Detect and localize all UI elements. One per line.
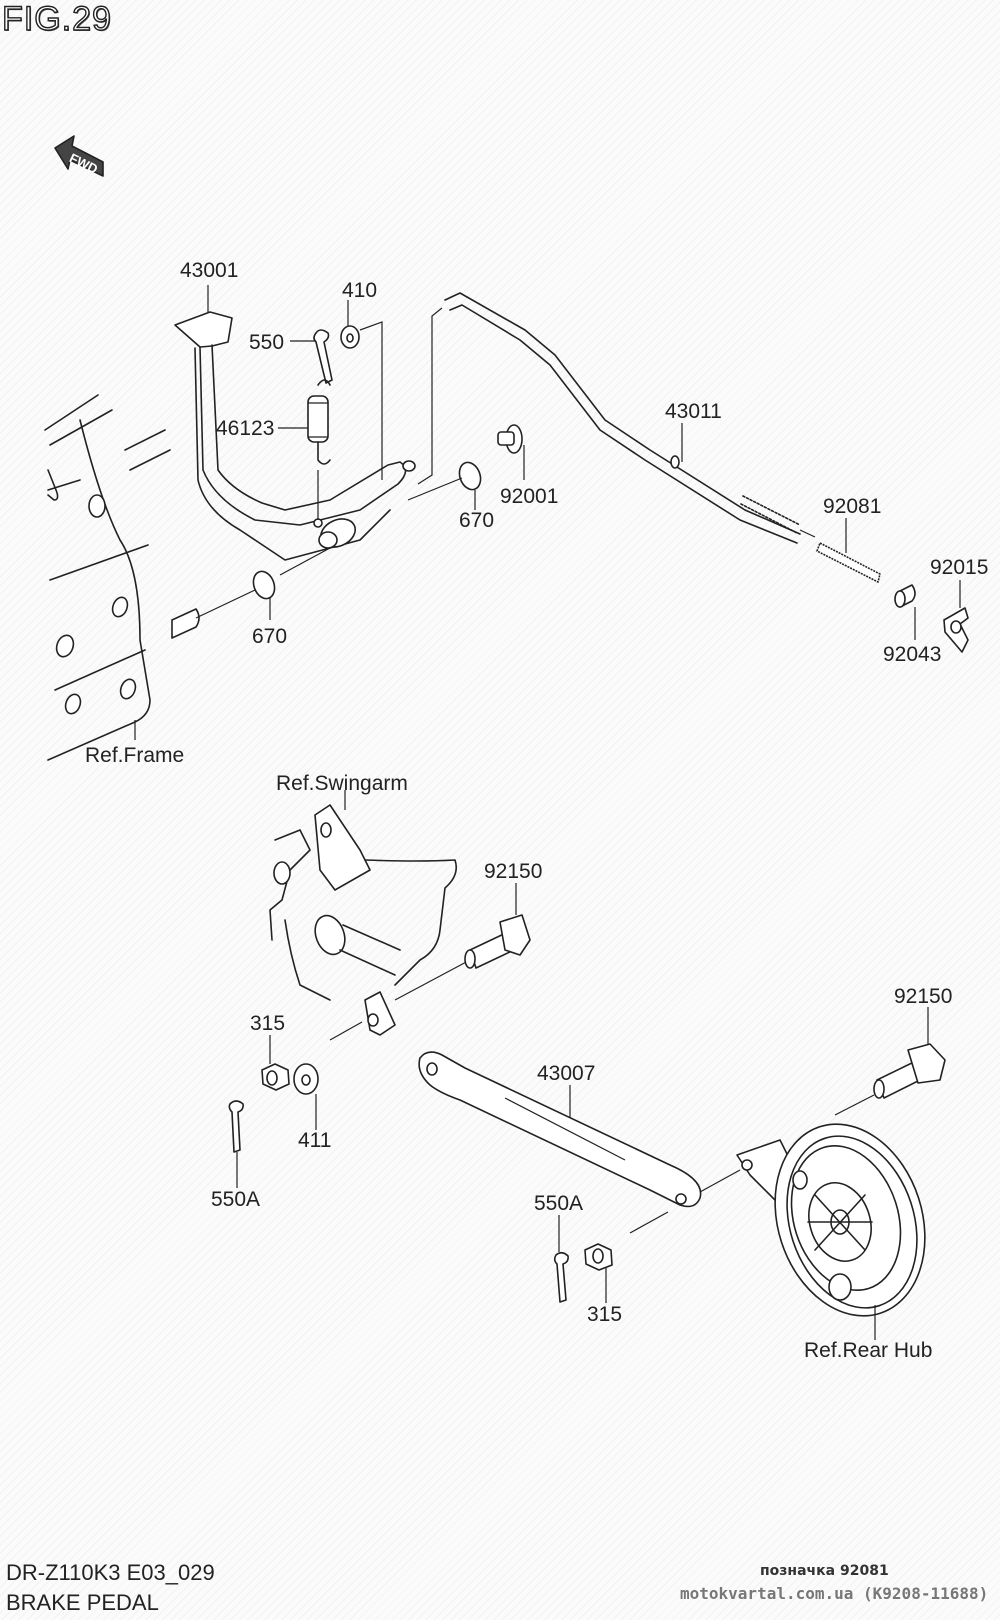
callout-410: 410 [342, 279, 377, 302]
rod-spring-92081 [816, 542, 881, 583]
cotter-pin-550a-right [553, 1251, 569, 1303]
watermark-site: motokvartal.com.ua (K9208-11688) [680, 1584, 989, 1603]
cotter-pin-550 [313, 329, 333, 384]
bolt-92001 [497, 424, 523, 454]
torque-link-43007 [418, 1051, 702, 1208]
circlip-670-lower [252, 570, 276, 600]
rear-hub-reference [699, 1123, 926, 1340]
return-spring-46123 [307, 379, 331, 520]
joint-pin-92043 [894, 584, 916, 608]
callout-411: 411 [298, 1129, 331, 1152]
callout-43011: 43011 [665, 400, 722, 423]
swingarm-reference [269, 790, 471, 1041]
frame-reference [44, 394, 256, 761]
callout-92150-swingarm: 92150 [484, 860, 542, 883]
wing-nut-92015 [943, 607, 969, 653]
callout-43007: 43007 [537, 1062, 595, 1085]
nut-315-left [261, 1063, 290, 1091]
callout-92043: 92043 [883, 643, 941, 666]
figure-title: FIG.29 [1, 0, 112, 39]
brake-pedal-part [174, 285, 416, 561]
watermark-label: позначка 92081 [760, 1563, 889, 1579]
callout-670-lower: 670 [252, 625, 287, 648]
callout-92150-hub: 92150 [894, 985, 952, 1008]
circlip-670-upper [458, 461, 482, 491]
callout-550a-left: 550A [211, 1188, 260, 1211]
callout-315-left: 315 [250, 1012, 285, 1035]
bolt-92150-hub [873, 1043, 946, 1099]
callout-670-upper: 670 [459, 509, 494, 532]
callout-92001: 92001 [500, 485, 558, 508]
fwd-arrow-icon: FWD [54, 135, 104, 177]
callout-550: 550 [249, 331, 284, 354]
nut-315-right [584, 1243, 613, 1271]
callout-315-right: 315 [587, 1303, 622, 1326]
cotter-pin-550a-left [228, 1100, 244, 1153]
fwd-label: FWD [67, 150, 100, 176]
section-name: BRAKE PEDAL [6, 1590, 159, 1615]
callout-43001: 43001 [180, 259, 238, 282]
callout-ref-swingarm: Ref.Swingarm [276, 772, 408, 795]
callout-ref-frame: Ref.Frame [85, 744, 184, 767]
bolt-92150-swingarm [464, 914, 531, 969]
model-code: DR-Z110K3 E03_029 [6, 1560, 215, 1585]
callout-550a-right: 550A [534, 1192, 583, 1215]
brake-rod-part [417, 292, 816, 544]
callout-92081: 92081 [823, 495, 881, 518]
callout-ref-rear-hub: Ref.Rear Hub [804, 1339, 932, 1362]
callout-46123: 46123 [216, 417, 274, 440]
callout-92015: 92015 [930, 556, 988, 579]
